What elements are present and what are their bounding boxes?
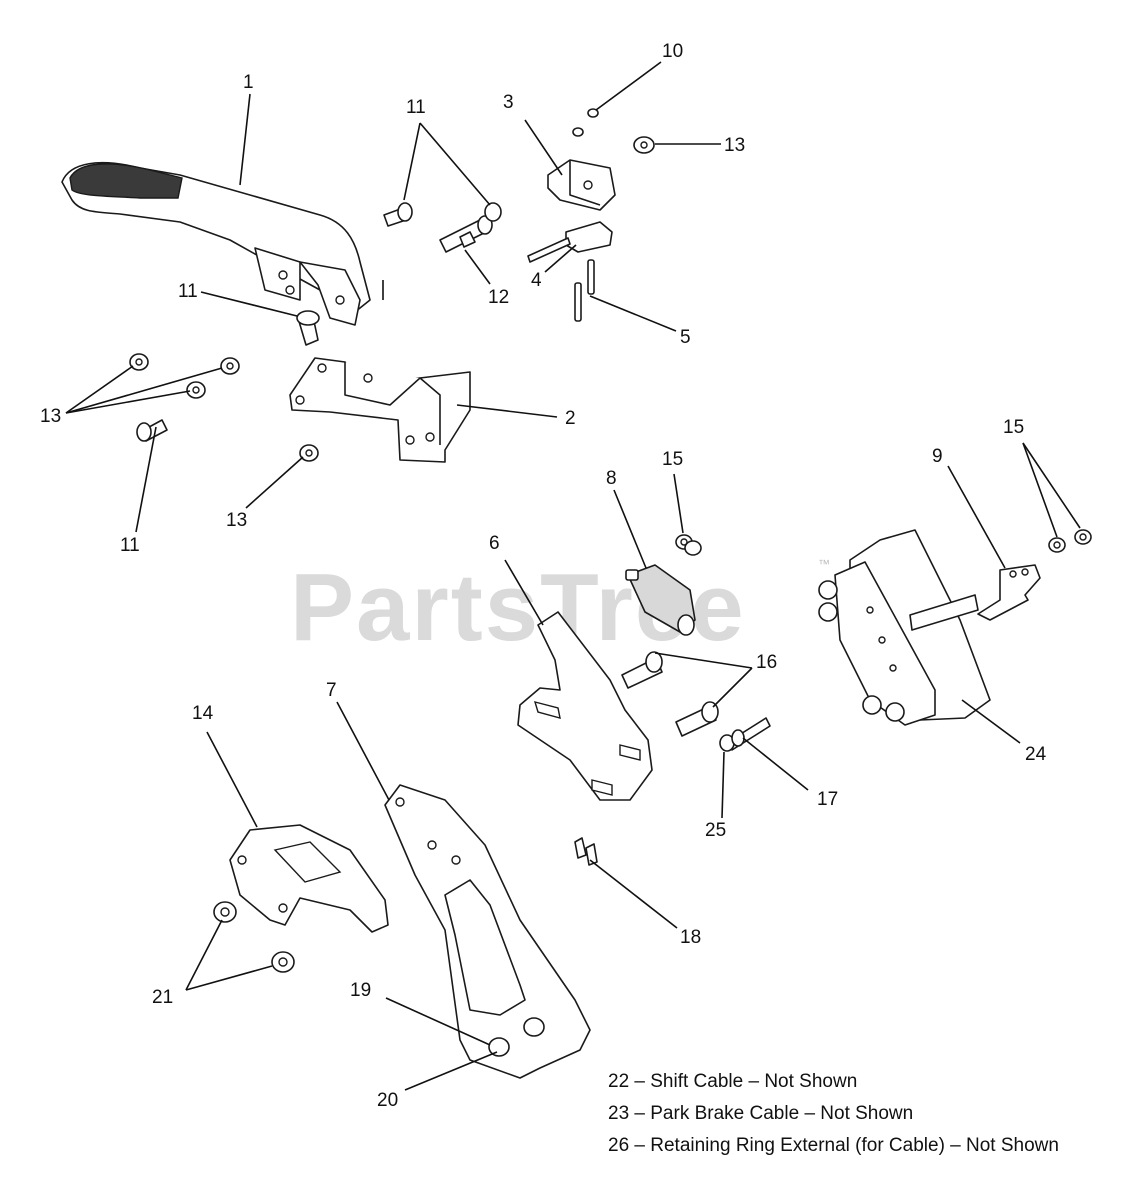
callout-10: 10 — [662, 41, 683, 62]
part-8-brake-switch — [625, 564, 696, 636]
note-26: 26 – Retaining Ring External (for Cable)… — [608, 1135, 1059, 1156]
callout-13-top: 13 — [724, 135, 745, 156]
callout-3: 3 — [503, 92, 514, 113]
callout-15-middle: 15 — [662, 449, 683, 470]
hardware-bolts — [136, 202, 771, 866]
callout-11-left: 11 — [120, 535, 140, 556]
part-1-hand-lever — [61, 162, 384, 326]
part-24-shift-assembly — [818, 529, 991, 726]
callout-8: 8 — [606, 468, 617, 489]
callout-9: 9 — [932, 446, 943, 467]
callout-20: 20 — [377, 1090, 398, 1111]
note-22: 22 – Shift Cable – Not Shown — [608, 1071, 858, 1092]
callout-13-left: 13 — [40, 406, 61, 427]
part-5-pins — [574, 259, 595, 322]
callout-25: 25 — [705, 820, 726, 841]
callout-15-right: 15 — [1003, 417, 1024, 438]
part-6-plate-bracket — [517, 611, 653, 801]
part-14-tab-bracket — [229, 824, 389, 933]
part-9-small-bracket — [977, 564, 1041, 621]
part-2-mount-bracket — [289, 357, 471, 463]
callout-18: 18 — [680, 927, 701, 948]
part-4-micro-switch — [527, 221, 613, 263]
part-3-switch-bracket — [547, 159, 616, 211]
hardware-nuts — [129, 108, 1092, 1057]
callout-19: 19 — [350, 980, 371, 1001]
callout-17: 17 — [817, 789, 838, 810]
callout-13-lower: 13 — [226, 510, 247, 531]
watermark-trademark: ™ — [818, 557, 830, 571]
callout-5: 5 — [680, 327, 691, 348]
callout-24: 24 — [1025, 744, 1047, 765]
callout-2: 2 — [565, 408, 576, 429]
callout-4: 4 — [531, 270, 542, 291]
leader-lines — [65, 61, 1081, 1091]
callout-1: 1 — [243, 72, 254, 93]
callout-11-top: 11 — [406, 97, 426, 118]
callout-6: 6 — [489, 533, 500, 554]
callout-labels: 1 2 3 4 5 6 7 8 9 10 11 11 11 12 13 13 1… — [40, 41, 1047, 1111]
callout-21: 21 — [152, 987, 173, 1008]
callout-12: 12 — [488, 287, 509, 308]
part-7-long-bracket — [384, 784, 591, 1079]
callout-14: 14 — [192, 703, 214, 724]
callout-16: 16 — [756, 652, 777, 673]
note-23: 23 – Park Brake Cable – Not Shown — [608, 1103, 914, 1124]
callout-11-lever: 11 — [178, 281, 198, 302]
callout-7: 7 — [326, 680, 337, 701]
not-shown-notes: 22 – Shift Cable – Not Shown 23 – Park B… — [608, 1066, 1059, 1162]
